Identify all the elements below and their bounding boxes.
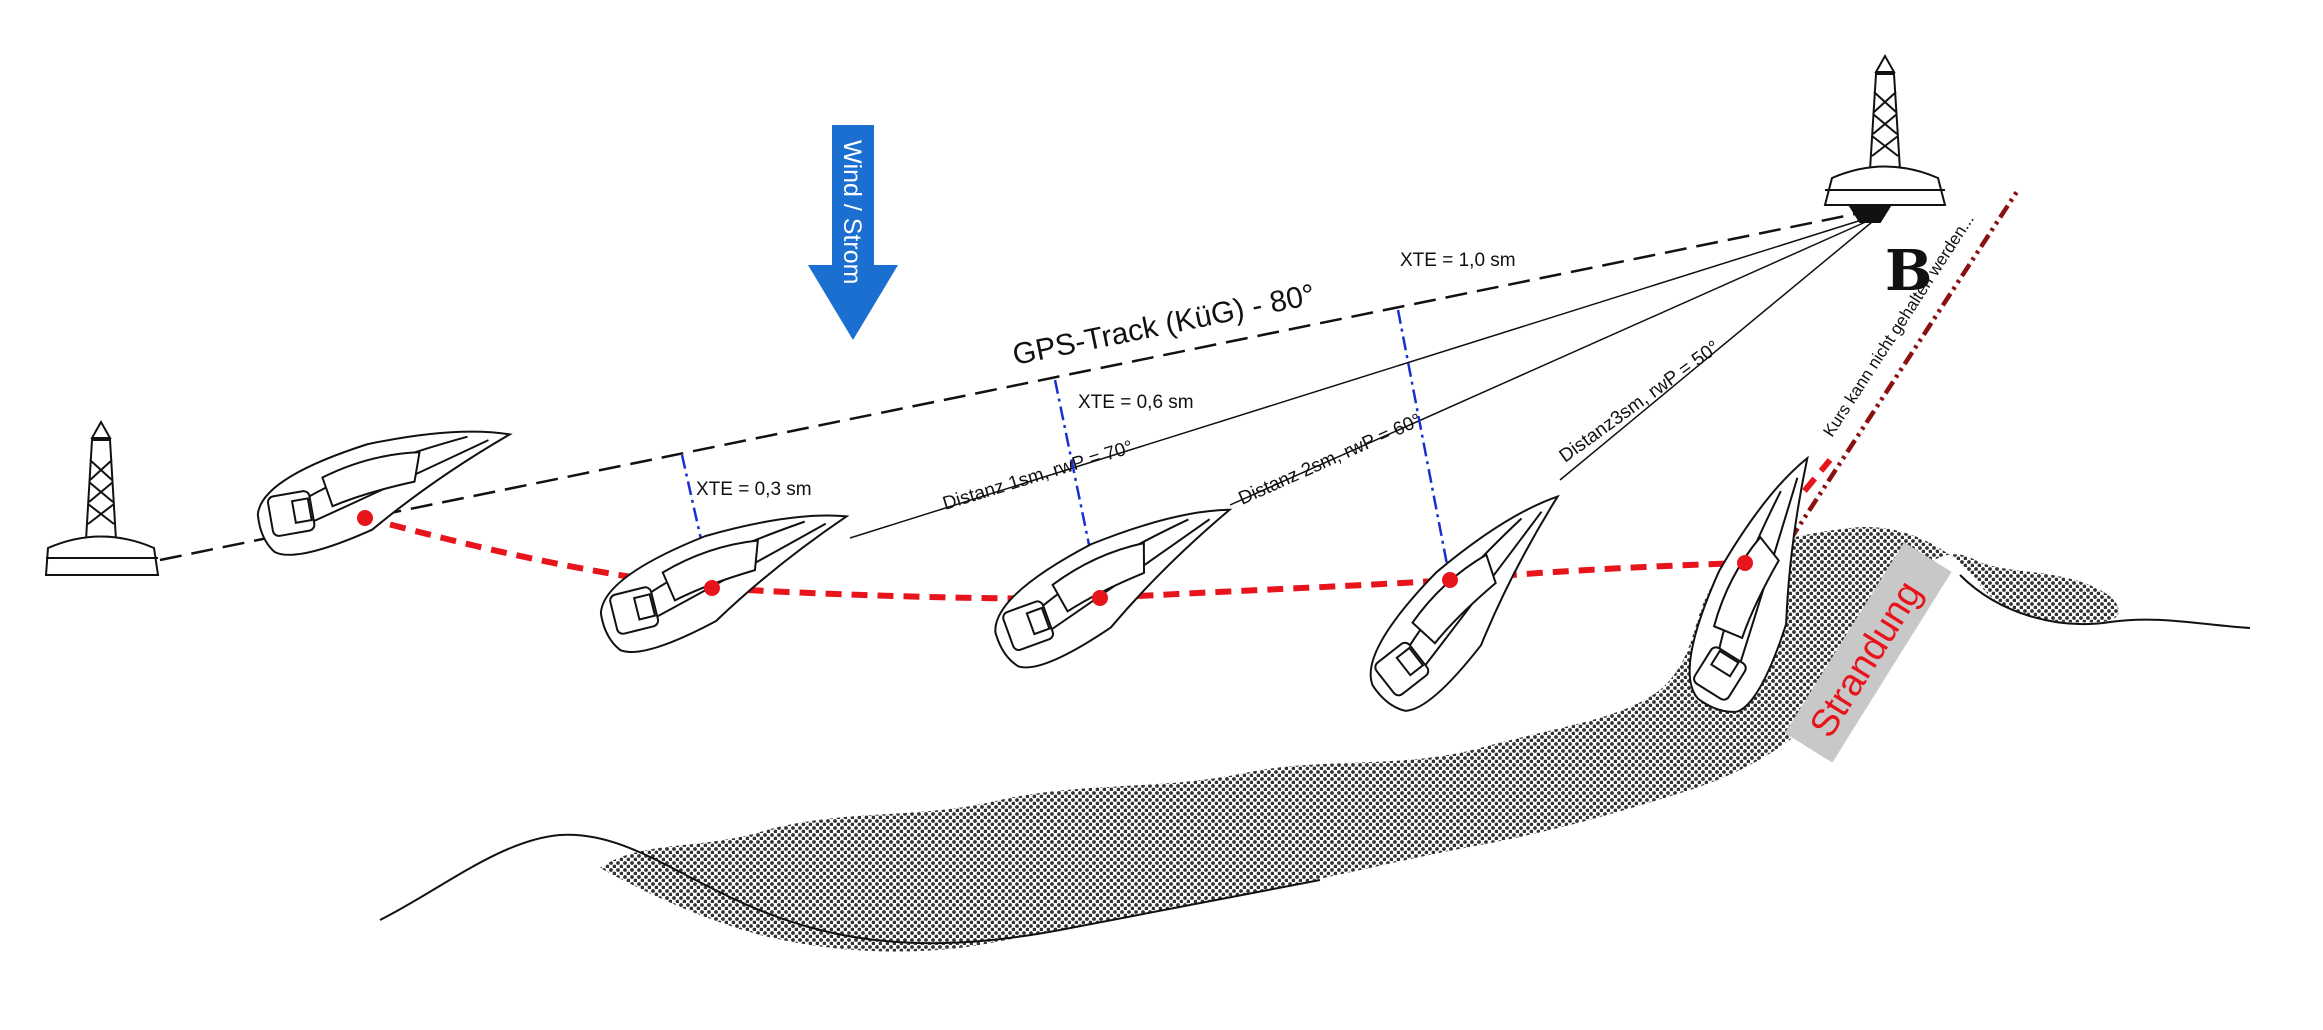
boat-position-marker <box>1092 590 1108 606</box>
xte-label-2: XTE = 0,6 sm <box>1078 392 1194 413</box>
boat-icon <box>1688 455 1809 713</box>
bearing-line-1 <box>849 217 1869 539</box>
wind-current-arrow-icon: Wind / Strom <box>808 125 898 340</box>
gps-track-label: GPS-Track (KüG) - 80° <box>1010 278 1318 372</box>
distance-label-2: Distanz 2sm, rwP = 60° <box>1235 410 1424 510</box>
distance-label-3: Distanz3sm, rwP = 50° <box>1556 337 1724 467</box>
boat-icon <box>599 514 850 653</box>
bearing-line-2 <box>1229 219 1871 506</box>
boat-icon <box>1369 494 1560 712</box>
wind-label: Wind / Strom <box>838 140 866 284</box>
waypoint-buoy-icon <box>1823 53 1947 223</box>
distance-label-1: Distanz 1sm, rwP = 70° <box>940 437 1135 515</box>
waypoint-b-label: B <box>1885 238 1932 304</box>
boat-position-marker <box>1442 572 1458 588</box>
xte-label-3: XTE = 1,0 sm <box>1400 250 1516 271</box>
start-buoy-icon <box>44 419 160 576</box>
boat-icon <box>994 508 1233 669</box>
gps-track-line <box>159 212 1856 562</box>
course-lines <box>159 212 1873 562</box>
boat-position-marker <box>704 580 720 596</box>
boat-icon <box>256 430 513 556</box>
boat-position-marker <box>357 510 373 526</box>
xte-label-1: XTE = 0,3 sm <box>696 479 812 500</box>
bearing-line-3 <box>1559 221 1873 481</box>
boat-position-marker <box>1737 555 1753 571</box>
